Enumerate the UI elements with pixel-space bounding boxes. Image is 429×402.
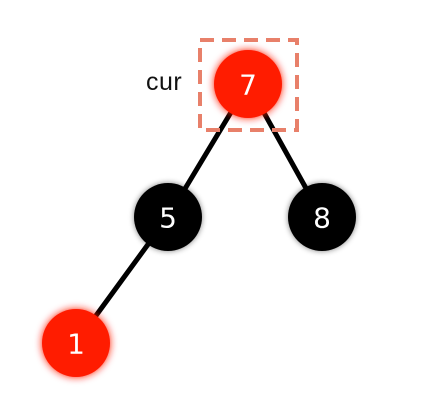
tree-node-circle-1 bbox=[42, 309, 110, 377]
tree-node-5: 5 bbox=[134, 183, 202, 251]
tree-nodes: 7 5 8 1 bbox=[42, 50, 356, 377]
tree-node-8: 8 bbox=[288, 183, 356, 251]
tree-node-circle-5 bbox=[134, 183, 202, 251]
cur-pointer-label: cur bbox=[146, 68, 183, 96]
tree-node-label-8: 8 bbox=[313, 202, 331, 235]
tree-node-1: 1 bbox=[42, 309, 110, 377]
tree-node-circle-8 bbox=[288, 183, 356, 251]
tree-node-label-1: 1 bbox=[67, 328, 85, 361]
current-node-highlight-box bbox=[198, 38, 299, 132]
tree-node-label-5: 5 bbox=[159, 202, 177, 235]
tree-node-circle-7 bbox=[214, 50, 282, 118]
tree-node-label-7: 7 bbox=[239, 69, 257, 102]
tree-node-7: 7 bbox=[214, 50, 282, 118]
